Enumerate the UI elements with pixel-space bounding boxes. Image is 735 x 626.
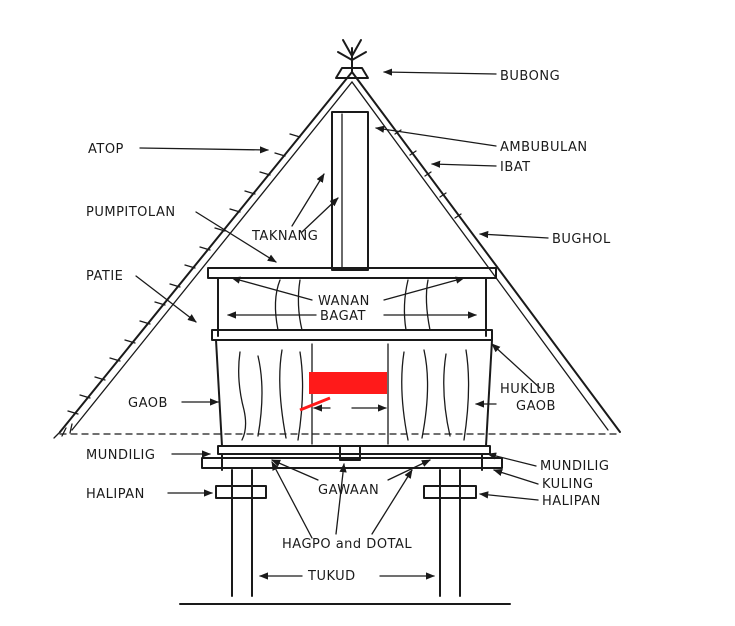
center-block (339, 445, 361, 461)
halipan-disc-left (215, 485, 267, 499)
upper-plate (207, 267, 497, 341)
arrow-bughol (479, 230, 549, 239)
floor-structure (201, 445, 503, 471)
main-room (215, 339, 493, 447)
arrow-kuling (493, 469, 539, 485)
arrow-pumpitolan (195, 211, 277, 263)
label-kuling: KULING (542, 477, 594, 492)
label-gaob-right: GAOB (516, 399, 556, 414)
thatch-hatching-right (394, 129, 462, 219)
label-gawaan: GAWAAN (318, 483, 379, 498)
mundilig-beam (217, 445, 491, 455)
label-ibat: IBAT (500, 160, 531, 175)
arrow-atop (139, 146, 269, 154)
arrow-hagpo-center (335, 463, 347, 535)
taknang-post-body (331, 111, 369, 271)
arrow-huklub (491, 343, 541, 389)
thatch-hatching-left (67, 133, 301, 415)
arrow-mundilig-right (487, 452, 537, 467)
wanan-board-right (403, 279, 431, 331)
wanan-beam (207, 267, 497, 279)
arrow-patie (135, 275, 197, 323)
roof (53, 39, 621, 439)
label-bughol: BUGHOL (552, 232, 611, 247)
arrow-hagpo-left (271, 461, 313, 539)
gaob-grain-left (238, 349, 304, 441)
label-bagat: BAGAT (320, 309, 366, 324)
label-tukud: TUKUD (307, 569, 356, 584)
label-mundilig-right: MUNDILIG (540, 459, 609, 474)
label-halipan-right: HALIPAN (542, 494, 601, 509)
halipan-disc-right (423, 485, 477, 499)
taknang-post (331, 111, 369, 271)
eave-fringe (53, 423, 73, 439)
arrow-hagpo-right (371, 469, 413, 535)
label-huklub: HUKLUB (500, 382, 556, 397)
bagat-beam (211, 329, 493, 341)
redaction-pointer (299, 396, 331, 412)
arrow-gawaan-right (387, 459, 431, 481)
tukud-posts (179, 469, 511, 605)
tukud-left (231, 469, 253, 597)
kuling-beam (201, 457, 503, 469)
label-hagpo-dotal: HAGPO and DOTAL (282, 537, 412, 552)
label-wanan: WANAN (318, 294, 370, 309)
label-taknang: TAKNANG (251, 229, 318, 244)
roof-inner-line (71, 80, 609, 431)
tukud-right (439, 469, 461, 597)
label-ambubulan: AMBUBULAN (500, 140, 588, 155)
label-mundilig-left: MUNDILIG (86, 448, 155, 463)
arrow-wanan-right (383, 276, 465, 301)
label-patie: PATIE (86, 269, 123, 284)
label-gaob-left: GAOB (128, 396, 168, 411)
arrow-taknang-b (301, 197, 339, 233)
arrow-gawaan-left (271, 459, 319, 481)
label-atop: ATOP (88, 142, 124, 157)
arrow-halipan-right (479, 491, 539, 501)
arrow-taknang-a (291, 173, 325, 227)
arrow-ambubulan (375, 125, 497, 147)
leader-arrows (135, 68, 549, 580)
redaction-box (309, 372, 387, 394)
arrow-bubong (383, 68, 497, 76)
label-bubong: BUBONG (500, 69, 560, 84)
arrow-wanan-left (231, 276, 313, 301)
label-halipan-left: HALIPAN (86, 487, 145, 502)
arrow-ibat (431, 160, 497, 168)
bubong-ridge-cap (335, 67, 369, 79)
label-pumpitolan: PUMPITOLAN (86, 205, 176, 220)
labels: BUBONG ATOP AMBUBULAN IBAT PUMPITOLAN TA… (86, 69, 611, 584)
bubong-tuft (337, 39, 367, 73)
wanan-board-left (274, 279, 303, 331)
gaob-grain-right (401, 349, 470, 441)
